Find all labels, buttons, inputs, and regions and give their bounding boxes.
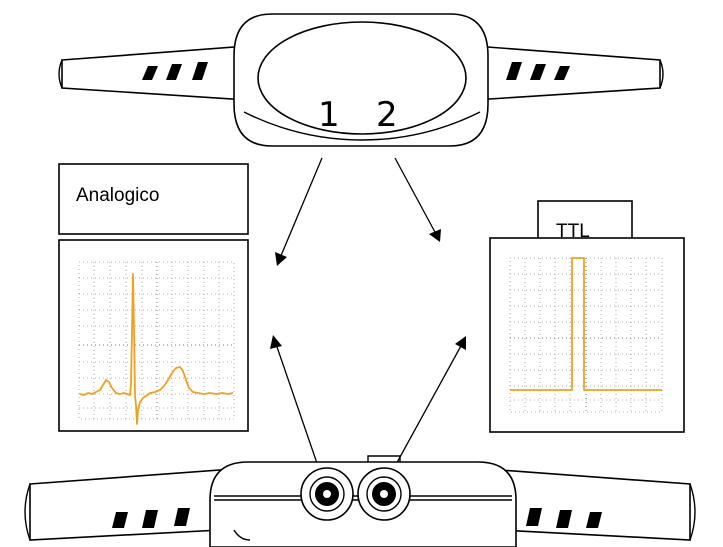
analog-panel: Analogico xyxy=(58,163,249,432)
jack-channel-2 xyxy=(357,467,411,521)
top-right-cable xyxy=(473,45,664,101)
arrow-bottom-left xyxy=(270,335,321,473)
analog-label: Analogico xyxy=(76,185,159,206)
arrow-top-left xyxy=(275,157,323,266)
ecg-trace xyxy=(79,273,234,425)
top-cable-device: 1 2 xyxy=(58,13,664,147)
channel-1-label: 1 xyxy=(318,95,340,135)
ttl-label-box xyxy=(537,200,633,244)
arrow-top-right xyxy=(394,157,441,242)
ttl-trace xyxy=(510,257,662,391)
top-housing xyxy=(233,13,489,147)
bottom-right-cable xyxy=(499,469,696,541)
analog-label-box xyxy=(58,163,249,235)
ttl-scope-grid xyxy=(509,257,663,413)
ttl-label: TTL xyxy=(556,221,590,242)
jack-channel-1 xyxy=(300,467,354,521)
bottom-left-cable xyxy=(24,469,221,541)
channel-2-label: 2 xyxy=(376,95,398,135)
arrow-bottom-right xyxy=(393,336,466,469)
ttl-scope-frame xyxy=(489,237,685,433)
arrows xyxy=(270,157,466,473)
bottom-cable-device xyxy=(24,455,696,547)
top-left-cable xyxy=(58,45,249,101)
ttl-panel: TTL xyxy=(489,200,685,433)
analog-scope-frame xyxy=(58,239,249,432)
